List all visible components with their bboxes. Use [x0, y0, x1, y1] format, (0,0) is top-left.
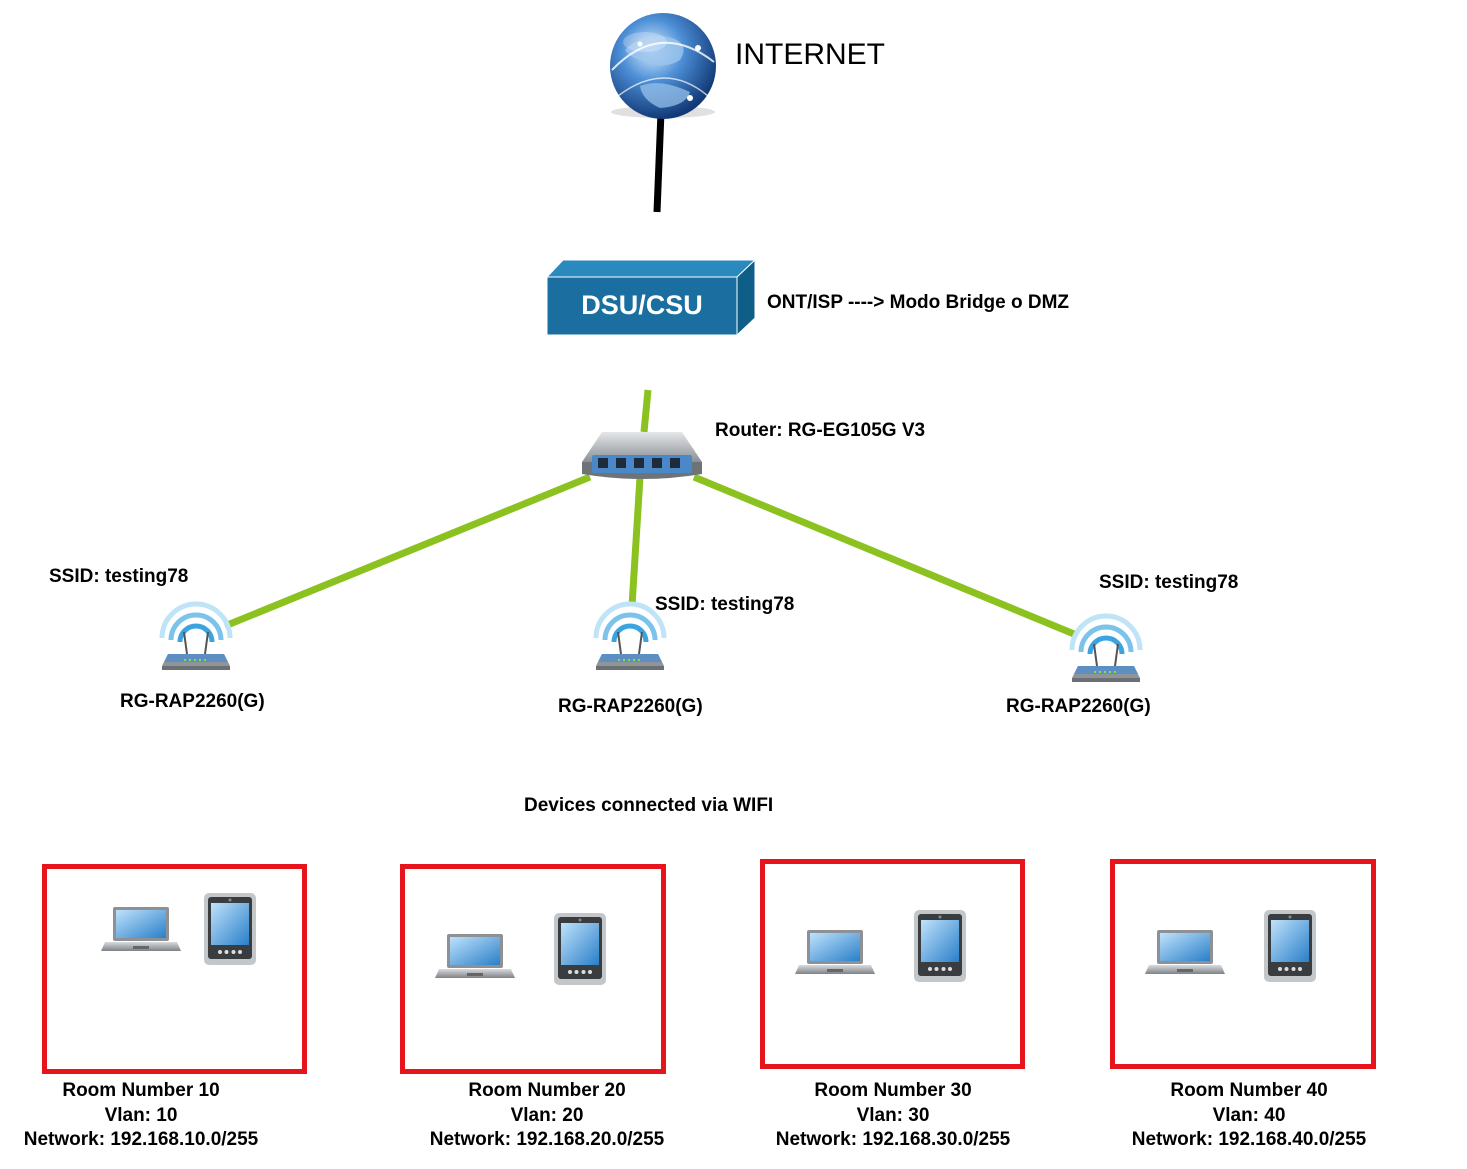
ap1-ssid: SSID: testing78 [49, 566, 189, 587]
dsu-csu-icon: DSU/CSU [545, 258, 757, 337]
wireless-ap-icon [1072, 616, 1140, 682]
modem-label: ONT/ISP ----> Modo Bridge o DMZ [767, 292, 1070, 313]
wan-link [653, 111, 665, 213]
internet-label: INTERNET [735, 38, 885, 71]
router-ap2-link [628, 476, 644, 607]
room-vlan: Vlan: 10 [104, 1104, 178, 1126]
room-box-20 [400, 864, 666, 1074]
router-ap1-link [223, 473, 592, 630]
room-name: Room Number 10 [62, 1080, 220, 1101]
room-vlan: Vlan: 40 [1212, 1104, 1286, 1126]
room-box-40 [1110, 859, 1376, 1069]
room-vlan: Vlan: 20 [510, 1104, 584, 1126]
room-caption-40: Room Number 40 Vlan: 40 Network: 192.168… [1108, 1079, 1390, 1153]
router-label: Router: RG-EG105G V3 [715, 420, 926, 441]
modem-device-text: DSU/CSU [581, 290, 703, 320]
ap2-ssid: SSID: testing78 [655, 594, 795, 615]
room-network: Network: 192.168.10.0/255 [23, 1129, 259, 1150]
room-name: Room Number 20 [468, 1080, 626, 1101]
ap3-ssid: SSID: testing78 [1099, 572, 1239, 593]
wireless-ap-icon [162, 604, 230, 670]
globe-icon [610, 13, 716, 119]
room-box-10 [42, 864, 307, 1074]
room-network: Network: 192.168.40.0/255 [1131, 1129, 1367, 1150]
room-caption-30: Room Number 30 Vlan: 30 Network: 192.168… [752, 1079, 1034, 1153]
wireless-ap-icon [596, 604, 664, 670]
router-ap3-link [692, 473, 1076, 638]
room-network: Network: 192.168.30.0/255 [775, 1129, 1011, 1150]
ap2-model: RG-RAP2260(G) [558, 696, 703, 717]
router-switch-icon [582, 432, 702, 479]
ap1-model: RG-RAP2260(G) [120, 691, 265, 712]
room-caption-20: Room Number 20 Vlan: 20 Network: 192.168… [406, 1079, 688, 1153]
room-caption-10: Room Number 10 Vlan: 10 Network: 192.168… [0, 1079, 282, 1153]
room-box-30 [760, 859, 1025, 1069]
ap3-model: RG-RAP2260(G) [1006, 696, 1151, 717]
room-network: Network: 192.168.20.0/255 [429, 1129, 665, 1150]
links [223, 111, 1076, 638]
room-vlan: Vlan: 30 [856, 1104, 930, 1126]
room-name: Room Number 40 [1170, 1080, 1328, 1101]
devices-heading: Devices connected via WIFI [524, 795, 774, 816]
modem-router-link [640, 389, 652, 433]
room-name: Room Number 30 [814, 1080, 972, 1101]
